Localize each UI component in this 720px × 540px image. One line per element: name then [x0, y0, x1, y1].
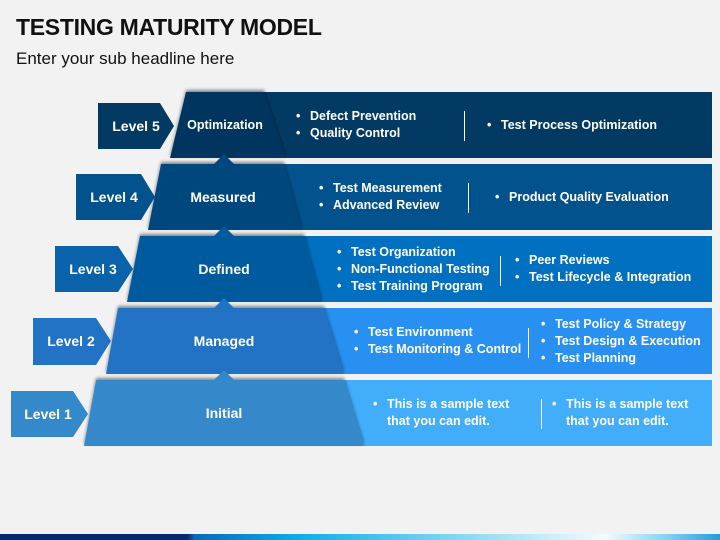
pyramid-label-2: Managed — [193, 333, 255, 349]
level-3-band: Test Organization Non-Functional Testing… — [262, 236, 712, 302]
level-3-tag: Level 3 — [69, 261, 117, 277]
level-4-tag: Level 4 — [90, 189, 138, 205]
list-item: This is a sample text that you can edit. — [373, 396, 523, 430]
list-item: Peer Reviews — [515, 252, 691, 269]
list-item: Test Monitoring & Control — [354, 341, 521, 358]
list-item: Quality Control — [296, 125, 416, 142]
divider — [541, 399, 542, 429]
bottom-gradient-bar — [0, 534, 720, 540]
level-2-tag: Level 2 — [47, 333, 95, 349]
list-item: Test Lifecycle & Integration — [515, 269, 691, 286]
list-item: Test Training Program — [337, 278, 490, 295]
level-2-right-list: Test Policy & Strategy Test Design & Exe… — [541, 308, 701, 374]
pyramid-tier-3 — [127, 236, 322, 302]
list-item: Test Measurement — [319, 180, 442, 197]
pyramid-label-1: Initial — [205, 405, 243, 421]
level-1-right-list: This is a sample text that you can edit. — [552, 380, 692, 446]
level-1-tag-shape — [11, 391, 88, 437]
level-5-left-list: Defect Prevention Quality Control — [296, 92, 416, 158]
level-3-tag-shape — [55, 246, 133, 292]
list-item: Test Planning — [541, 350, 701, 367]
pyramid-label-5: Optimization — [187, 118, 263, 132]
level-1-left-list: This is a sample text that you can edit. — [373, 380, 523, 446]
slide-subtitle: Enter your sub headline here — [16, 49, 235, 68]
level-5-tag-shape — [98, 103, 174, 149]
divider — [500, 256, 501, 286]
notch-icon — [214, 154, 234, 164]
level-2-tag-shape — [33, 318, 111, 365]
divider — [464, 111, 465, 141]
pyramid-tier-2 — [106, 308, 344, 374]
divider — [468, 183, 469, 213]
notch-icon — [214, 226, 234, 236]
pyramid-label-3: Defined — [198, 261, 250, 277]
list-item: Test Design & Execution — [541, 333, 701, 350]
level-5-band: Defect Prevention Quality Control Test P… — [262, 92, 712, 158]
pyramid-tier-4 — [148, 164, 302, 230]
level-3-right-list: Peer Reviews Test Lifecycle & Integratio… — [515, 236, 691, 302]
level-2-left-list: Test Environment Test Monitoring & Contr… — [354, 308, 521, 374]
pyramid-tier-1 — [84, 380, 364, 446]
list-item: Non-Functional Testing — [337, 261, 490, 278]
level-4-left-list: Test Measurement Advanced Review — [319, 164, 442, 230]
list-item: Advanced Review — [319, 197, 442, 214]
level-5-right-list: Test Process Optimization — [487, 92, 657, 158]
notch-icon — [214, 370, 234, 380]
list-item: Test Policy & Strategy — [541, 316, 701, 333]
list-item: Test Process Optimization — [487, 117, 657, 134]
pyramid-tier-5 — [170, 92, 286, 158]
level-4-band: Test Measurement Advanced Review Product… — [262, 164, 712, 230]
list-item: Test Organization — [337, 244, 490, 261]
level-4-tag-shape — [76, 174, 155, 220]
list-item: Defect Prevention — [296, 108, 416, 125]
divider — [528, 328, 529, 358]
pyramid-label-4: Measured — [190, 189, 256, 205]
list-item: Product Quality Evaluation — [495, 189, 669, 206]
level-4-right-list: Product Quality Evaluation — [495, 164, 669, 230]
list-item: This is a sample text that you can edit. — [552, 396, 692, 430]
level-1-tag: Level 1 — [24, 406, 72, 422]
level-5-tag: Level 5 — [112, 118, 160, 134]
slide-title: TESTING MATURITY MODEL — [16, 14, 322, 40]
list-item: Test Environment — [354, 324, 521, 341]
level-3-left-list: Test Organization Non-Functional Testing… — [337, 236, 490, 302]
notch-icon — [214, 298, 234, 308]
